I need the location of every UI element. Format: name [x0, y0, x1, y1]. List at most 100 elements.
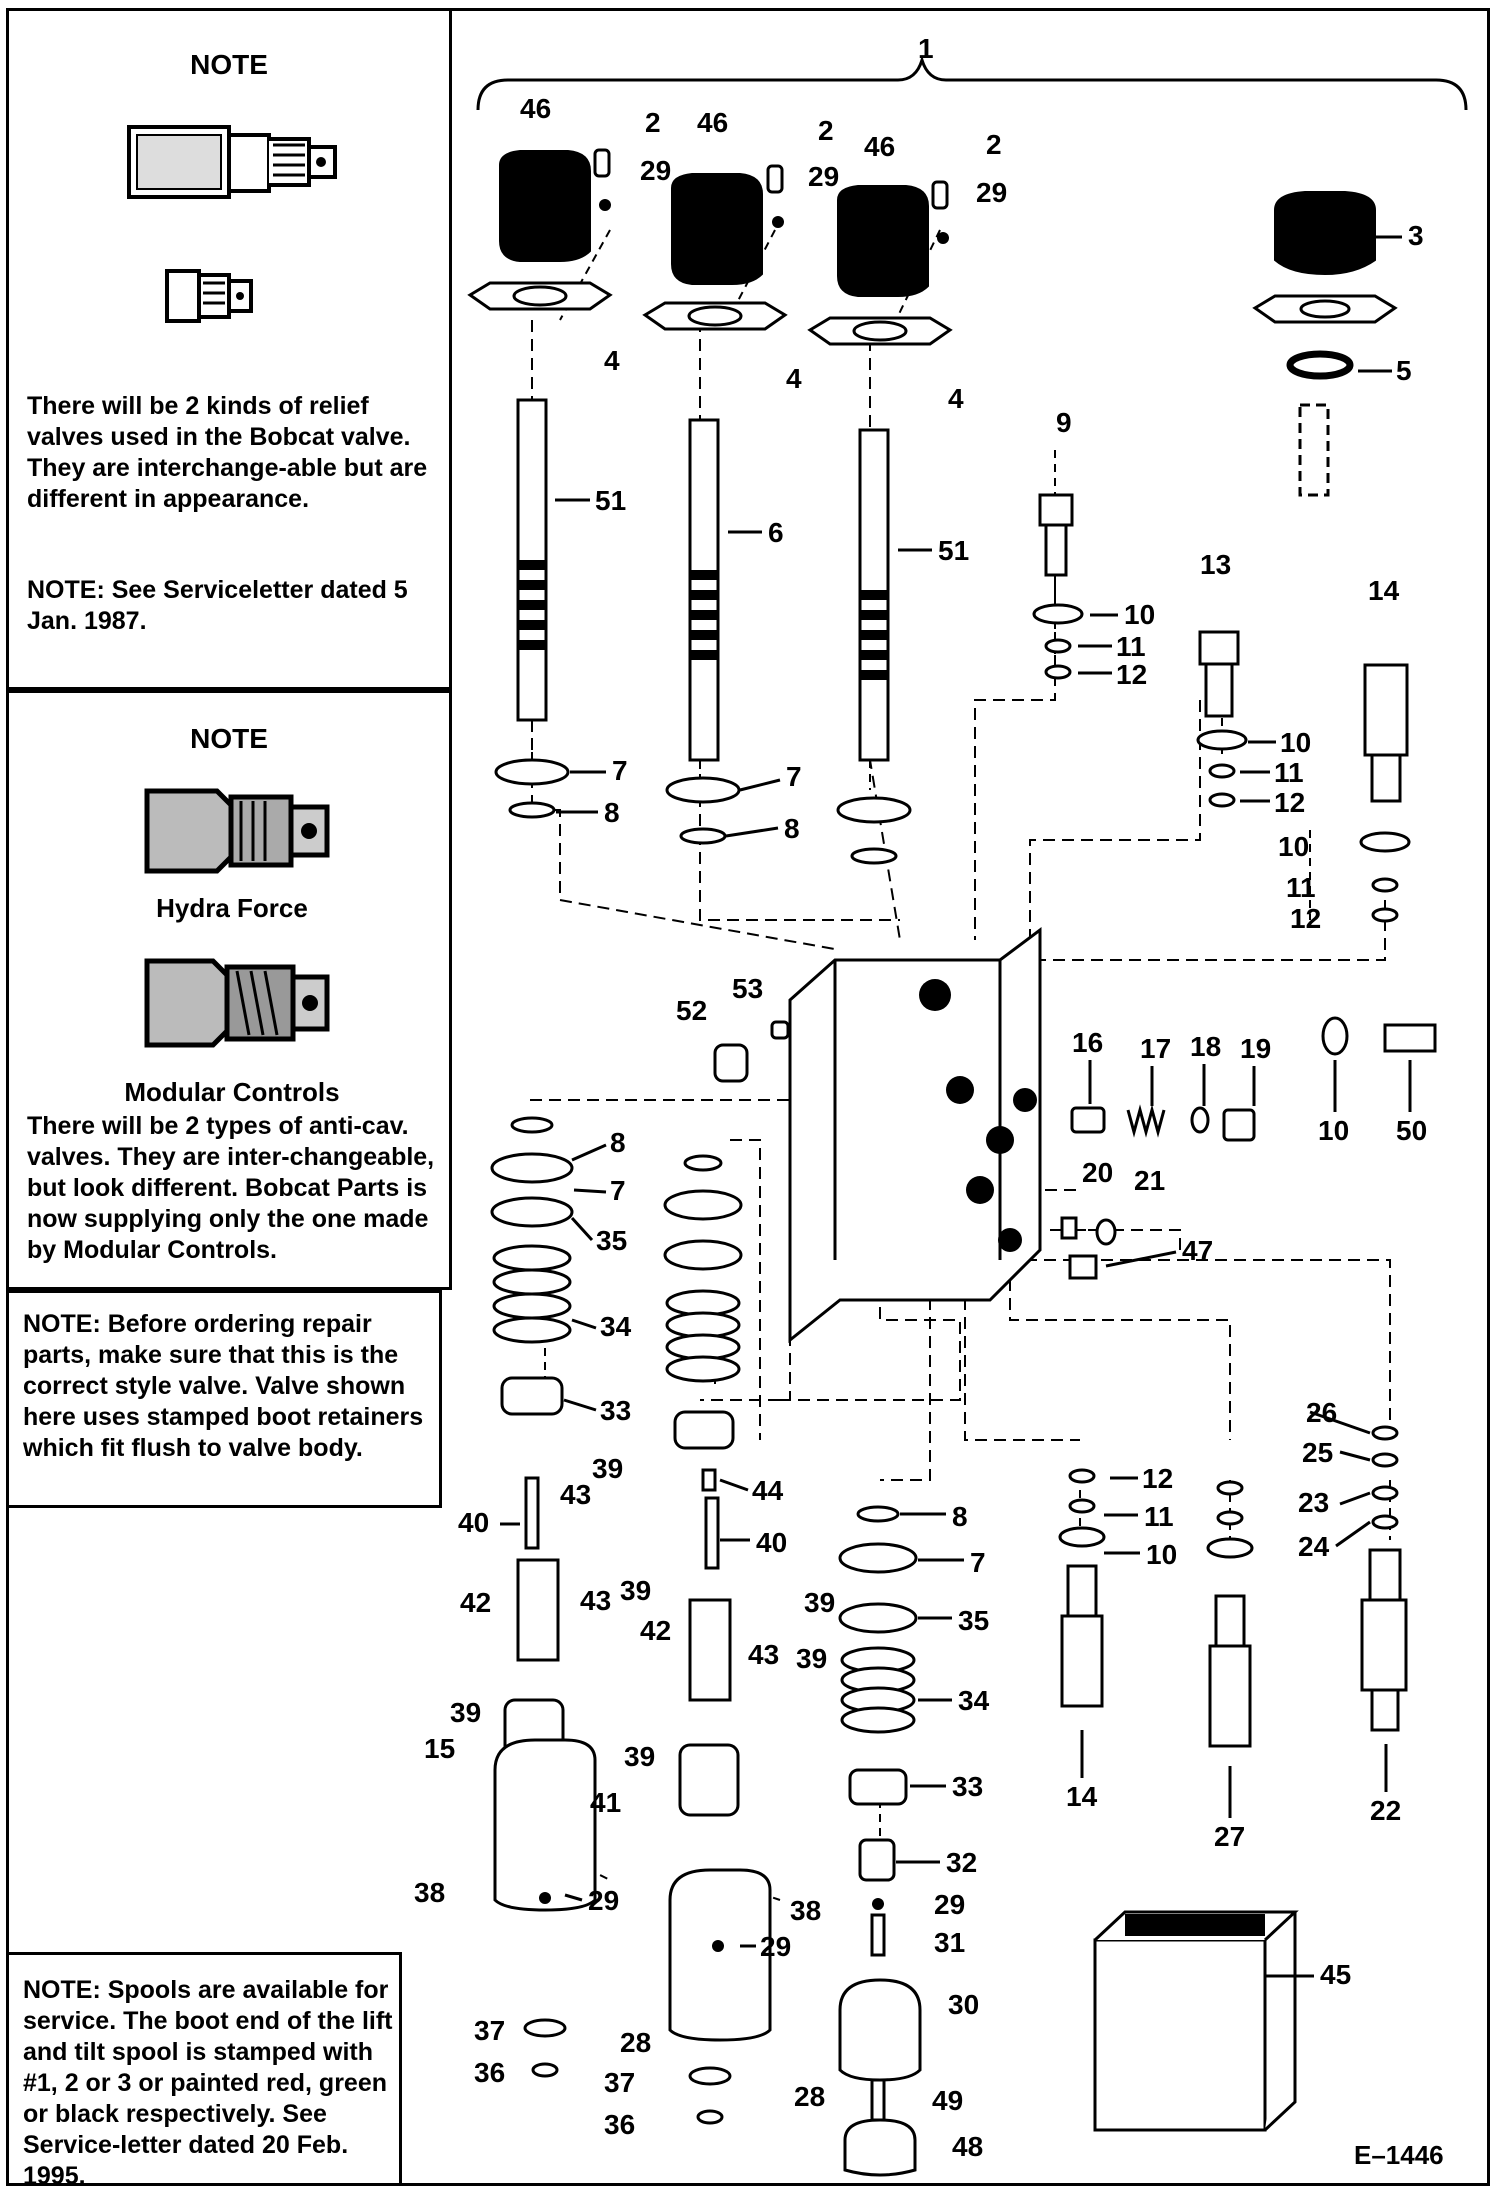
note-title: NOTE: [190, 49, 268, 80]
label-36: 36: [474, 2057, 505, 2088]
label-39: 39: [450, 1697, 481, 1728]
label-7: 7: [610, 1175, 626, 1206]
label-7: 7: [612, 755, 628, 786]
label-39: 39: [796, 1643, 827, 1674]
label-53: 53: [732, 973, 763, 1004]
label-39: 39: [592, 1453, 623, 1484]
label-48: 48: [952, 2131, 983, 2162]
note-text-spools: NOTE: Spools are available for service. …: [23, 1976, 393, 2190]
label-1: 1: [918, 33, 934, 64]
label-10: 10: [1146, 1539, 1177, 1570]
label-29: 29: [976, 177, 1007, 208]
label-12: 12: [1142, 1463, 1173, 1494]
label-36: 36: [604, 2109, 635, 2140]
note-box-anticav-valves: NOTE Hydra Force Modular Controls There …: [6, 690, 452, 1290]
label-4: 4: [786, 363, 802, 394]
label-46: 46: [697, 107, 728, 138]
label-51: 51: [595, 485, 626, 516]
label-12: 12: [1274, 787, 1305, 818]
label-35: 35: [958, 1605, 989, 1636]
label-39: 39: [620, 1575, 651, 1606]
label-46: 46: [864, 131, 895, 162]
label-11: 11: [1274, 757, 1304, 788]
label-35: 35: [596, 1225, 627, 1256]
label-14: 14: [1066, 1781, 1098, 1812]
label-20: 20: [1082, 1157, 1113, 1188]
label-12: 12: [1290, 903, 1321, 934]
label-19: 19: [1240, 1033, 1271, 1064]
assembly-bracket: [476, 54, 1468, 111]
label-45: 45: [1320, 1959, 1351, 1990]
hydra-force-caption: Hydra Force: [156, 893, 308, 923]
label-17: 17: [1140, 1033, 1171, 1064]
label-8: 8: [784, 813, 800, 844]
label-46: 46: [520, 93, 551, 124]
label-21: 21: [1134, 1165, 1165, 1196]
label-40: 40: [458, 1507, 489, 1538]
label-27: 27: [1214, 1821, 1245, 1852]
note-text-serviceletter: NOTE: See Serviceletter dated 5 Jan. 198…: [27, 576, 408, 635]
label-29: 29: [760, 1931, 791, 1962]
label-29: 29: [808, 161, 839, 192]
label-11: 11: [1144, 1501, 1174, 1532]
label-22: 22: [1370, 1795, 1401, 1826]
label-8: 8: [604, 797, 620, 828]
label-34: 34: [600, 1311, 632, 1342]
label-23: 23: [1298, 1487, 1329, 1518]
label-37: 37: [474, 2015, 505, 2046]
label-30: 30: [948, 1989, 979, 2020]
label-18: 18: [1190, 1031, 1221, 1062]
label-52: 52: [676, 995, 707, 1026]
hydra-force-valve-icon: [144, 788, 330, 874]
label-42: 42: [460, 1587, 491, 1618]
note-text-relief: There will be 2 kinds of relief valves u…: [27, 392, 428, 513]
label-4: 4: [604, 345, 620, 376]
label-16: 16: [1072, 1027, 1103, 1058]
note-box-valve-style: NOTE: Before ordering repair parts, make…: [6, 1290, 442, 1508]
label-29: 29: [640, 155, 671, 186]
label-40: 40: [756, 1527, 787, 1558]
label-11: 11: [1286, 872, 1316, 903]
label-47: 47: [1182, 1235, 1213, 1266]
label-9: 9: [1056, 407, 1072, 438]
label-33: 33: [600, 1395, 631, 1426]
label-8: 8: [610, 1127, 626, 1158]
label-12: 12: [1116, 659, 1147, 690]
note-box-relief-valves: NOTE There will be 2 kinds of relief val…: [6, 8, 452, 690]
label-44: 44: [752, 1475, 784, 1506]
label-2: 2: [986, 129, 1002, 160]
label-32: 32: [946, 1847, 977, 1878]
label-51: 51: [938, 535, 969, 566]
label-14: 14: [1368, 575, 1400, 606]
relief-valve-icon: [127, 125, 337, 323]
label-2: 2: [645, 107, 661, 138]
label-10: 10: [1278, 831, 1309, 862]
label-6: 6: [768, 517, 784, 548]
label-7: 7: [786, 761, 802, 792]
label-37: 37: [604, 2067, 635, 2098]
label-31: 31: [934, 1927, 965, 1958]
note-title: NOTE: [190, 723, 268, 754]
label-7: 7: [970, 1547, 986, 1578]
figure-reference: E–1446: [1354, 2140, 1444, 2170]
modular-controls-valve-icon: [144, 958, 330, 1048]
label-28: 28: [620, 2027, 651, 2058]
label-10: 10: [1124, 599, 1155, 630]
label-13: 13: [1200, 549, 1231, 580]
label-38: 38: [790, 1895, 821, 1926]
note-text-valve-style: NOTE: Before ordering repair parts, make…: [23, 1310, 424, 1462]
note-text-anticav: There will be 2 types of anti-cav. valve…: [27, 1112, 435, 1264]
label-49: 49: [932, 2085, 963, 2116]
label-5: 5: [1396, 355, 1412, 386]
label-25: 25: [1302, 1437, 1333, 1468]
label-29: 29: [588, 1885, 619, 1916]
label-34: 34: [958, 1685, 990, 1716]
label-42: 42: [640, 1615, 671, 1646]
label-43: 43: [580, 1585, 611, 1616]
label-11: 11: [1116, 631, 1146, 662]
note-box-spools: NOTE: Spools are available for service. …: [6, 1952, 402, 2190]
label-39: 39: [624, 1741, 655, 1772]
label-28: 28: [794, 2081, 825, 2112]
